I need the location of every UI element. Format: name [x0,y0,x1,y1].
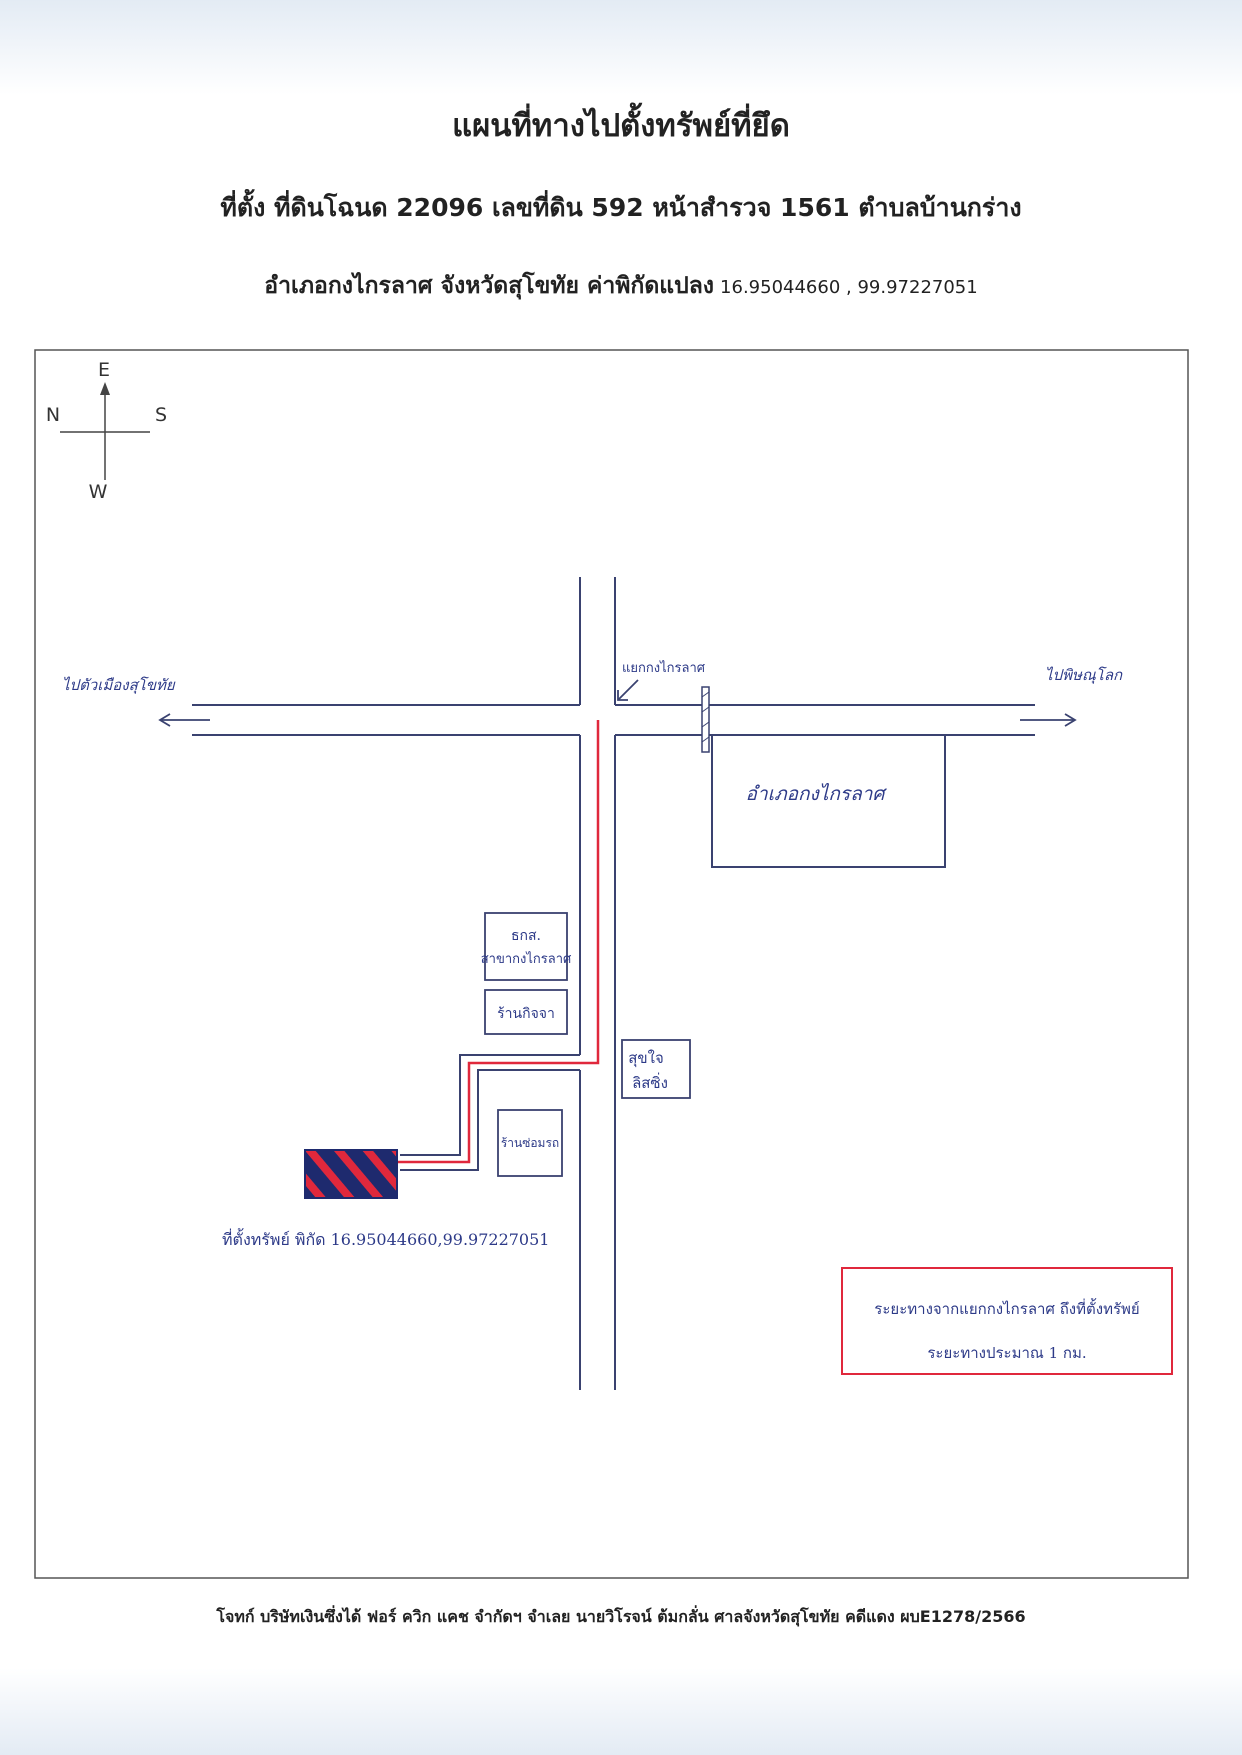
district-office-building [711,735,946,868]
plot-coordinates: 16.95044660 , 99.97227051 [720,277,978,298]
leasing-building [621,1039,691,1099]
side-lane-upper [400,1054,580,1156]
property-label: ที่ตั้งทรัพย์ พิกัด 16.95044660,99.97227… [222,1228,549,1249]
label-to-sukhothai: ไปตัวเมืองสุโขทัย [62,676,176,694]
main-road [192,704,1035,736]
compass-south: S [155,404,167,426]
crossing-hatch [701,691,710,698]
crossing-hatch [701,706,710,713]
compass-north: N [46,404,60,426]
repair-shop-label: ร้านซ่อมรถ [501,1136,559,1150]
crossing-bar [701,686,710,753]
side-lane-lower [400,1069,580,1171]
compass-east: E [98,359,110,381]
side-lane [400,1054,580,1171]
scan-shade-top [0,0,1242,95]
location-line: ที่ตั้ง ที่ดินโฉนด 22096 เลขที่ดิน 592 ห… [220,193,1022,222]
distance-box [841,1267,1173,1375]
leasing-label-line2: ลิสซิ่ง [632,1072,668,1092]
baac-label-line2: สาขากงไกรลาศ [481,951,572,967]
property-marker [304,1149,398,1199]
distance-line2: ระยะทางประมาณ 1 กม. [927,1344,1086,1362]
scan-shade-bottom [0,1668,1242,1755]
crossing-hatch [701,721,710,728]
crossing-hatch [701,736,710,743]
label-to-phitsanulok: ไปพิษณุโลก [1045,666,1123,684]
arrow-right-icon [1064,713,1077,727]
page-title: แผนที่ทางไปตั้งทรัพย์ที่ยึด [452,108,790,144]
shop-kitja-label: ร้านกิจจา [497,1006,555,1022]
compass-arrow-icon [100,382,110,395]
leasing-label-line1: สุขใจ [628,1049,664,1068]
distance-line1: ระยะทางจากแยกกงไกรลาศ ถึงที่ตั้งทรัพย์ [874,1298,1139,1318]
junction-pointer-shaft [617,679,639,701]
map-frame [34,349,1189,1579]
compass-west: W [89,481,108,503]
shop-kitja-building [484,989,568,1035]
baac-label-line1: ธกส. [511,928,541,944]
junction-pointer-icon [617,690,628,701]
arrow-left-icon [158,713,171,727]
direction-arrows [158,679,1077,727]
crossing-marker [701,686,710,753]
label-junction: แยกกงไกรลาศ [622,660,706,676]
district-office-label: อำเภอกงไกรลาศ [746,782,888,805]
cross-road [579,577,616,1390]
baac-building [484,912,568,981]
case-footer: โจทก์ บริษัทเงินซึ่งได้ ฟอร์ ควิก แคช จำ… [216,1607,1026,1626]
district-line: อำเภอกงไกรลาศ จังหวัดสุโขทัย ค่าพิกัดแปล… [0,268,1242,304]
repair-shop-building [497,1109,563,1177]
route-line [396,720,600,1164]
district-text: อำเภอกงไกรลาศ จังหวัดสุโขทัย ค่าพิกัดแปล… [264,273,715,299]
compass-rose: E N S W [46,359,167,503]
